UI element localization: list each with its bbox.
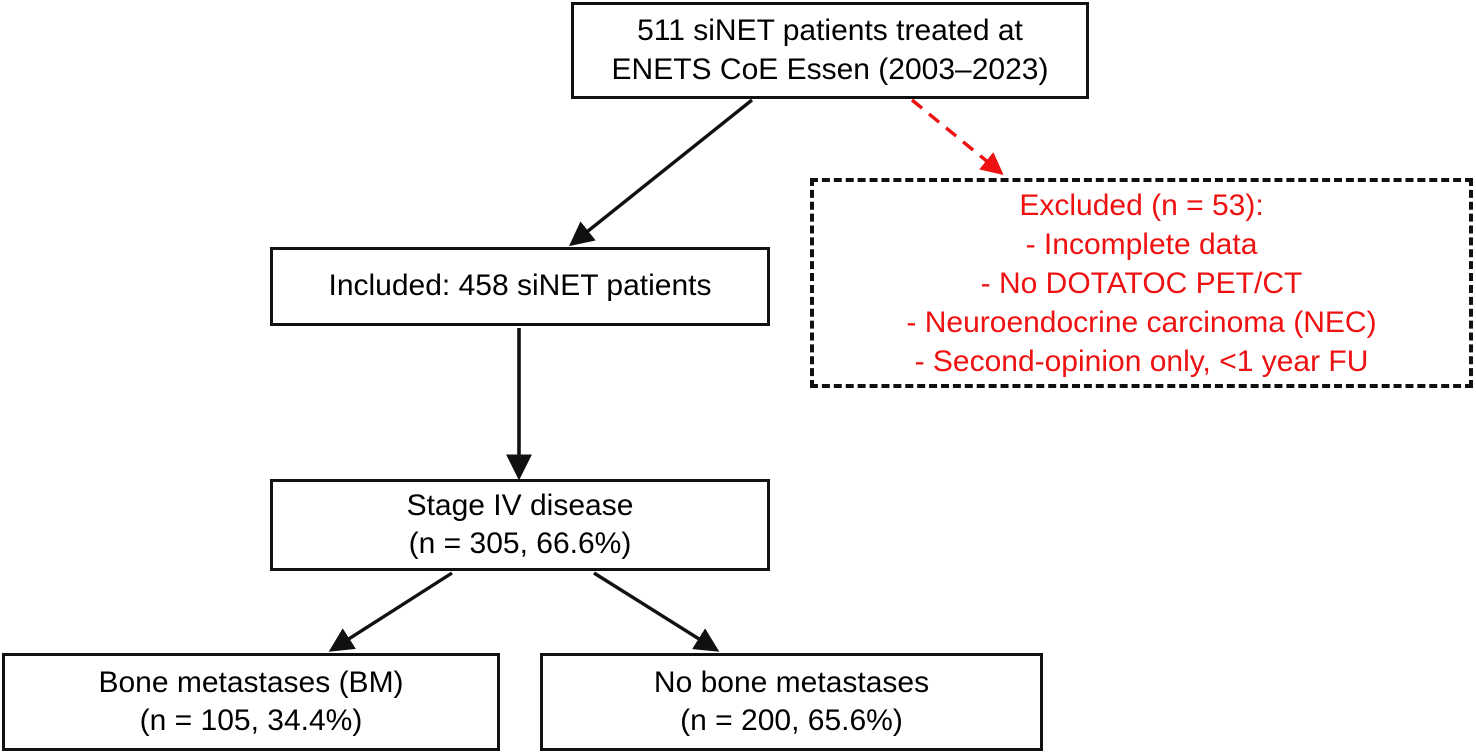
- node-excluded-reason-4: - Second-opinion only, <1 year FU: [914, 344, 1369, 378]
- node-excluded-reason-3: - Neuroendocrine carcinoma (NEC): [906, 305, 1377, 339]
- node-stage-iv-disease-line-2: (n = 305, 66.6%): [408, 527, 632, 560]
- node-no-bone-metastases: No bone metastases (n = 200, 65.6%): [540, 653, 1043, 751]
- node-bone-metastases-line-1: Bone metastases (BM): [98, 665, 404, 699]
- node-included: Included: 458 siNET patients: [270, 247, 770, 326]
- node-total-cohort: 511 siNET patients treated at ENETS CoE …: [571, 2, 1089, 99]
- node-total-cohort-line-1: 511 siNET patients treated at: [637, 14, 1023, 48]
- edge-cohort-to-excluded: [910, 98, 1004, 175]
- node-no-bone-metastases-line-1: No bone metastases: [653, 665, 930, 699]
- node-bone-metastases-line-2: (n = 105, 34.4%): [139, 704, 363, 737]
- node-excluded-reason-1: - Incomplete data: [1025, 227, 1258, 261]
- node-stage-iv-disease-line-1: Stage IV disease: [406, 488, 634, 522]
- node-excluded-heading: Excluded (n = 53):: [1019, 188, 1264, 222]
- node-excluded: Excluded (n = 53): - Incomplete data - N…: [810, 178, 1473, 388]
- node-excluded-reason-2: - No DOTATOC PET/CT: [980, 266, 1303, 300]
- node-bone-metastases: Bone metastases (BM) (n = 105, 34.4%): [2, 653, 500, 751]
- node-total-cohort-line-2: ENETS CoE Essen (2003–2023): [611, 52, 1049, 86]
- node-no-bone-metastases-line-2: (n = 200, 65.6%): [680, 704, 903, 737]
- edge-cohort-to-included: [569, 98, 754, 247]
- edge-stage4-to-no-bone-mets: [593, 571, 720, 652]
- edge-stage4-to-bone-mets: [328, 571, 453, 652]
- node-stage-iv-disease: Stage IV disease (n = 305, 66.6%): [270, 479, 770, 571]
- node-included-line-1: Included: 458 siNET patients: [328, 269, 712, 303]
